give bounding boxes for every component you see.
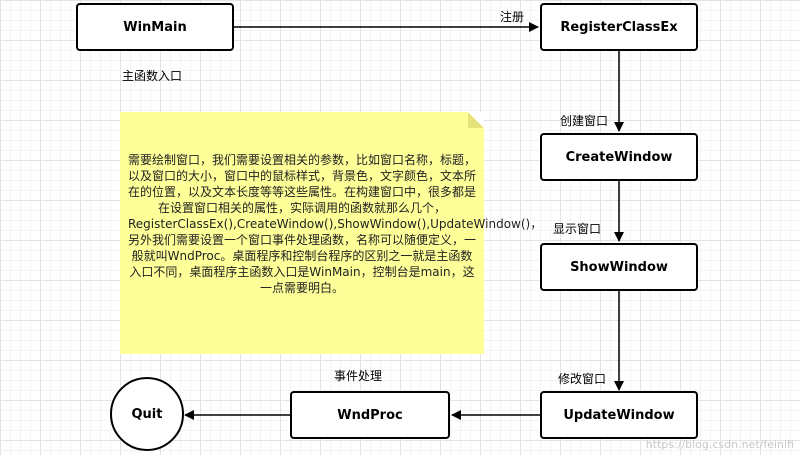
update-edge-label: 修改窗口 bbox=[558, 372, 607, 386]
register-edge-label: 注册 bbox=[500, 10, 525, 24]
registerclassex-label: RegisterClassEx bbox=[560, 19, 678, 35]
event-edge-label: 事件处理 bbox=[334, 369, 383, 383]
create-edge-label: 创建窗口 bbox=[560, 114, 609, 128]
winmain-label: WinMain bbox=[123, 19, 187, 35]
watermark-url: https://blog.csdn.net/feinifi bbox=[645, 438, 794, 451]
wndproc-node: WndProc bbox=[290, 391, 450, 439]
createwindow-label: CreateWindow bbox=[565, 149, 673, 165]
show-edge-label: 显示窗口 bbox=[553, 222, 602, 236]
wndproc-label: WndProc bbox=[337, 407, 403, 423]
note-text: 需要绘制窗口，我们需要设置相关的参数，比如窗口名称，标题，以及窗口的大小，窗口中… bbox=[128, 153, 543, 295]
showwindow-node: ShowWindow bbox=[540, 243, 698, 291]
sticky-note: 需要绘制窗口，我们需要设置相关的参数，比如窗口名称，标题，以及窗口的大小，窗口中… bbox=[120, 112, 543, 354]
quit-label: Quit bbox=[131, 406, 163, 422]
winmain-node: WinMain bbox=[76, 3, 234, 51]
updatewindow-label: UpdateWindow bbox=[563, 407, 675, 423]
registerclassex-node: RegisterClassEx bbox=[540, 3, 698, 51]
createwindow-node: CreateWindow bbox=[540, 133, 698, 181]
main-entry-label: 主函数入口 bbox=[122, 69, 183, 83]
quit-node: Quit bbox=[110, 377, 184, 451]
showwindow-label: ShowWindow bbox=[570, 259, 668, 275]
updatewindow-node: UpdateWindow bbox=[540, 391, 698, 439]
